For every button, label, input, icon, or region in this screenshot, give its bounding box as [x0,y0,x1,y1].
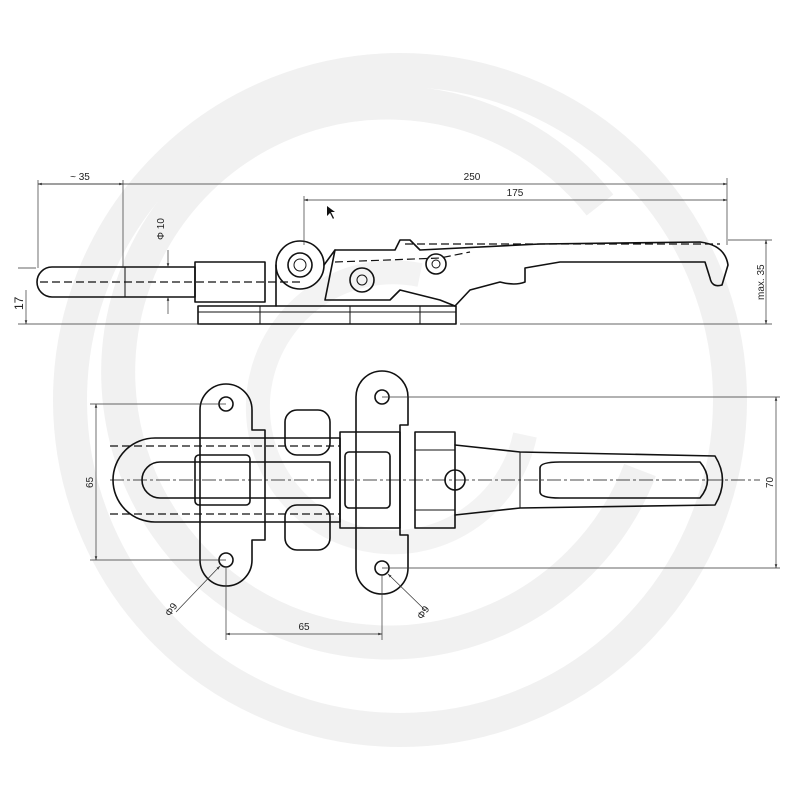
dim-base-height: 17 [12,296,26,310]
dim-max-height: max. 35 [756,264,767,300]
dim-overall-length: 250 [464,172,481,183]
cursor-arrow-icon [327,206,335,219]
top-handle-pivot [444,469,466,491]
side-view: ~ 35 250 175 Φ 10 17 max. 35 [12,172,772,325]
side-handle [275,239,729,307]
top-view: 65 70 65 Φ9 Φ9 [85,370,780,640]
side-base-plate [197,305,457,325]
right-mounting-plate [355,370,409,595]
side-handle-pivot [425,253,447,275]
top-handle [454,444,724,516]
top-pivot-boss-upper [284,409,331,456]
dim-handle-length: 175 [507,188,524,199]
dim-hole-diameter-right: Φ9 [415,604,432,622]
dim-hole-spacing-vertical: 65 [85,476,96,488]
dim-pin-extension: ~ 35 [70,172,90,183]
top-pivot-boss-lower [284,504,331,551]
side-link-pin [349,267,375,293]
dim-hole-spacing-horizontal: 65 [298,622,310,633]
top-pin-loop [112,437,341,523]
circular-logo-watermark-icon [53,53,747,747]
dim-pin-diameter: Φ 10 [156,218,167,240]
side-pin-housing [194,261,266,303]
side-pin-rod [36,266,196,298]
dim-overall-width: 70 [765,476,776,488]
left-mounting-plate [199,383,266,587]
